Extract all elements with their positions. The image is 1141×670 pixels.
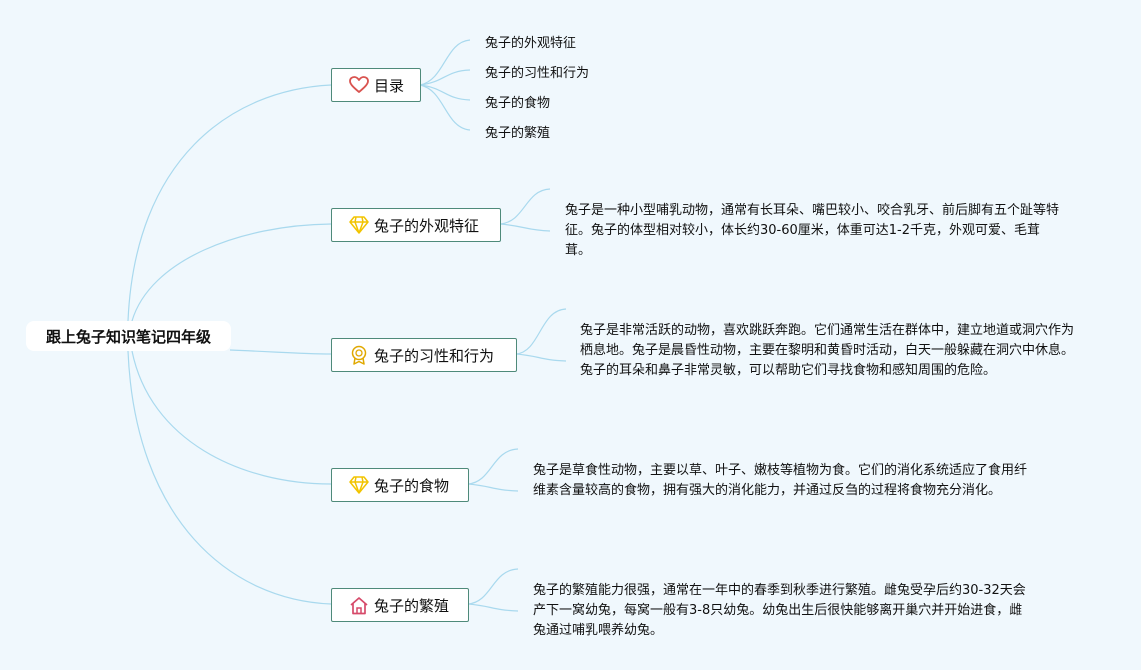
appearance-description: 兔子是一种小型哺乳动物，通常有长耳朵、嘴巴较小、咬合乳牙、前后脚有五个趾等特征。…: [565, 203, 1060, 258]
root-topic[interactable]: 跟上兔子知识笔记四年级: [26, 321, 231, 351]
node-appearance-label: 兔子的外观特征: [374, 216, 480, 235]
diamond-icon: [348, 214, 370, 236]
toc-item-1[interactable]: 兔子的外观特征: [485, 36, 577, 51]
house-icon: [348, 594, 370, 616]
diamond-icon: [348, 474, 370, 496]
heart-icon: [348, 74, 370, 96]
behavior-description: 兔子是非常活跃的动物，喜欢跳跃奔跑。它们通常生活在群体中，建立地道或洞穴作为栖息…: [580, 323, 1075, 378]
link-root-breeding: [127, 350, 332, 605]
link-root-food: [131, 350, 332, 485]
toc-item-4[interactable]: 兔子的繁殖: [485, 126, 551, 141]
node-appearance[interactable]: 兔子的外观特征: [331, 208, 501, 242]
food-description: 兔子是草食性动物，主要以草、叶子、嫩枝等植物为食。它们的消化系统适应了食用纤维素…: [533, 463, 1028, 498]
root-title: 跟上兔子知识笔记四年级: [45, 327, 211, 346]
toc-item-2[interactable]: 兔子的习性和行为: [485, 66, 590, 81]
node-food-label: 兔子的食物: [374, 476, 450, 495]
link-root-appearance: [131, 223, 332, 322]
node-toc[interactable]: 目录: [331, 68, 421, 102]
node-breeding-label: 兔子的繁殖: [374, 596, 450, 615]
toc-item-3[interactable]: 兔子的食物: [485, 96, 551, 111]
node-food[interactable]: 兔子的食物: [331, 468, 469, 502]
node-behavior[interactable]: 兔子的习性和行为: [331, 338, 517, 372]
breeding-description: 兔子的繁殖能力很强，通常在一年中的春季到秋季进行繁殖。雌兔受孕后约30-32天会…: [533, 583, 1026, 638]
medal-icon: [348, 344, 370, 366]
link-root-toc: [127, 84, 332, 322]
link-root-behavior: [229, 349, 332, 355]
node-toc-label: 目录: [374, 76, 405, 95]
node-breeding[interactable]: 兔子的繁殖: [331, 588, 469, 622]
node-behavior-label: 兔子的习性和行为: [374, 346, 495, 365]
